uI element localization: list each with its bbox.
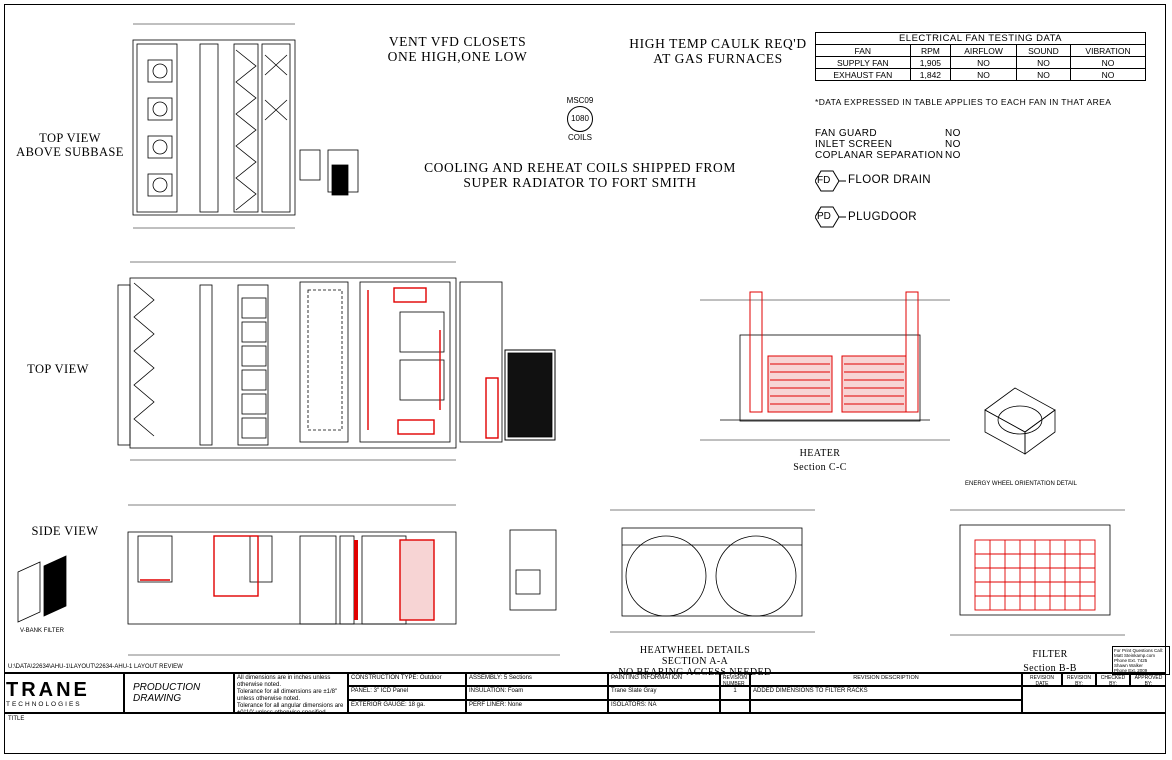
side-view-title: SIDE VIEW xyxy=(31,524,99,538)
table-cell: EXHAUST FAN xyxy=(815,68,911,81)
section-cc-title: Section C-C xyxy=(793,462,847,473)
coils-note: COOLING AND REHEAT COILS SHIPPED FROM SU… xyxy=(405,160,755,190)
title-block: TRANE TECHNOLOGIES PRODUCTION DRAWING Al… xyxy=(4,672,1166,755)
production-drawing-cell: PRODUCTION DRAWING xyxy=(124,673,234,713)
top-view-above-subbase-title: TOP VIEW ABOVE SUBBASE xyxy=(10,131,130,159)
legend-symbols xyxy=(815,170,846,228)
floor-drain-symbol xyxy=(815,170,840,192)
checked-by-header: CHECKED BY: xyxy=(1096,673,1130,686)
view-title-line2: ABOVE SUBBASE xyxy=(16,145,124,159)
view-title-line1: TOP VIEW xyxy=(39,131,101,145)
vent-note-line1: VENT VFD CLOSETS xyxy=(388,34,527,49)
side-view-drawing xyxy=(17,504,560,656)
v-bank-filter-label: V-BANK FILTER xyxy=(20,628,64,634)
badge-circle: 1080 xyxy=(567,106,593,132)
construction-cell: CONSTRUCTION TYPE: Outdoor xyxy=(348,673,466,686)
approved-by-header: APPROVED BY: xyxy=(1130,673,1166,686)
coils-note-line2: SUPER RADIATOR TO FORT SMITH xyxy=(463,175,697,190)
caulk-note-line1: HIGH TEMP CAULK REQ'D xyxy=(629,36,807,51)
option-label: COPLANAR SEPARATION xyxy=(815,150,944,161)
fd-label: FLOOR DRAIN xyxy=(848,174,931,186)
top-view-drawing xyxy=(117,261,556,461)
contact-line: Shawn Walker xyxy=(1114,663,1143,668)
rev-empty xyxy=(750,700,1022,713)
table-cell: NO xyxy=(1015,68,1072,81)
dim-note: All dimensions are in inches unless othe… xyxy=(237,675,331,688)
painting-header: PAINTING INFORMATION xyxy=(608,673,720,686)
stage-line1: PRODUCTION xyxy=(133,682,201,693)
vent-note: VENT VFD CLOSETS ONE HIGH,ONE LOW xyxy=(370,34,545,64)
option-row: INLET SCREEN NO xyxy=(815,139,995,150)
technical-drawing xyxy=(17,23,1125,656)
top-above-subbase-view xyxy=(132,23,359,229)
options-list: FAN GUARD NO INLET SCREEN NO COPLANAR SEPA… xyxy=(815,128,995,161)
caulk-note-line2: AT GAS FURNACES xyxy=(653,51,783,66)
rev-empty xyxy=(720,700,750,713)
option-label: FAN GUARD xyxy=(815,128,877,139)
file-path: U:\DATA\22634\AHU-1\LAYOUT\22634-AHU-1 L… xyxy=(8,664,183,670)
perf-liner-cell: PERF LINER: None xyxy=(466,700,608,713)
badge-top-label: MSC09 xyxy=(566,96,594,105)
dim-note: Tolerance for all angular dimensions are… xyxy=(237,703,344,713)
drawing-border xyxy=(4,4,1166,754)
fd-symbol-text: FD xyxy=(817,175,831,186)
table-row: EXHAUST FAN 1,842 NO NO NO xyxy=(815,68,1146,81)
rev-number-header: REVISION NUMBER xyxy=(720,673,750,686)
pd-symbol-text: PD xyxy=(817,211,831,222)
option-value: NO xyxy=(945,128,961,139)
dimension-notes-cell: All dimensions are in inches unless othe… xyxy=(234,673,348,713)
rev-number: 1 xyxy=(720,686,750,700)
contact-line: Matt Steinkamp.com xyxy=(1114,653,1156,658)
insulation-cell: INSULATION: Foam xyxy=(466,686,608,700)
dim-note: Tolerance for all dimensions are ±1/8" u… xyxy=(237,689,338,702)
option-value: NO xyxy=(945,139,961,150)
heatwheel-line1: HEATWHEEL DETAILS xyxy=(639,645,751,656)
paint-cell: Trane Slate Gray xyxy=(608,686,720,700)
caulk-note: HIGH TEMP CAULK REQ'D AT GAS FURNACES xyxy=(618,36,818,66)
rev-desc-header: REVISION DESCRIPTION xyxy=(750,673,1022,686)
option-row: FAN GUARD NO xyxy=(815,128,995,139)
plugdoor-symbol xyxy=(815,206,840,228)
option-value: NO xyxy=(945,150,961,161)
logo-cell: TRANE TECHNOLOGIES xyxy=(4,673,124,713)
rev-description: ADDED DIMENSIONS TO FILTER RACKS xyxy=(750,686,1022,700)
energy-wheel-iso xyxy=(984,387,1056,455)
top-view-title: TOP VIEW xyxy=(27,362,89,376)
contact-line: Phone Ext. 7425 xyxy=(1114,658,1148,663)
logo-subtext: TECHNOLOGIES xyxy=(6,701,82,708)
coil-badge: MSC09 1080 COILS xyxy=(560,96,600,142)
energy-wheel-label: ENERGY WHEEL ORIENTATION DETAIL xyxy=(965,481,1078,487)
section-bb-title: Section B-B xyxy=(1023,663,1077,674)
option-label: INLET SCREEN xyxy=(815,139,893,150)
fan-testing-table: ELECTRICAL FAN TESTING DATA FAN RPM AIRF… xyxy=(815,32,1146,81)
rev-signoff-area xyxy=(1022,686,1166,713)
coils-note-line1: COOLING AND REHEAT COILS SHIPPED FROM xyxy=(424,160,736,175)
heater-title: HEATER Section C-C xyxy=(770,447,870,475)
contact-line: For Print Questions Call: xyxy=(1114,648,1164,653)
filter-title-line: FILTER xyxy=(1032,649,1068,660)
table-cell: NO xyxy=(1070,68,1146,81)
title-cell: TITLE xyxy=(4,713,1166,755)
stage-line2: DRAWING xyxy=(133,693,182,704)
assembly-cell: ASSEMBLY: 5 Sections xyxy=(466,673,608,686)
filter-title: FILTER Section B-B xyxy=(1010,648,1090,676)
trane-logo: TRANE xyxy=(6,679,90,701)
rev-date-header: REVISION DATE xyxy=(1022,673,1062,686)
contact-line: Phone Ext. 2009 xyxy=(1114,668,1148,673)
contact-box: For Print Questions Call: Matt Steinkamp… xyxy=(1112,646,1170,675)
heatwheel-line2: SECTION A-A xyxy=(661,656,729,667)
heater-title-line: HEATER xyxy=(799,448,841,459)
data-note: *DATA EXPRESSED IN TABLE APPLIES TO EACH… xyxy=(815,97,1112,107)
isolators-cell: ISOLATORS: NA xyxy=(608,700,720,713)
vent-note-line2: ONE HIGH,ONE LOW xyxy=(387,49,528,64)
pd-label: PLUGDOOR xyxy=(848,211,918,223)
heatwheel-section-view xyxy=(610,509,815,633)
filter-section-view xyxy=(950,509,1125,636)
heater-section-view xyxy=(700,291,950,441)
badge-bottom-label: COILS xyxy=(567,133,592,142)
rev-by-header: REVISION BY: xyxy=(1062,673,1096,686)
exterior-gauge-cell: EXTERIOR GAUGE: 18 ga. xyxy=(348,700,466,713)
panel-cell: PANEL: 3" ICD Panel xyxy=(348,686,466,700)
